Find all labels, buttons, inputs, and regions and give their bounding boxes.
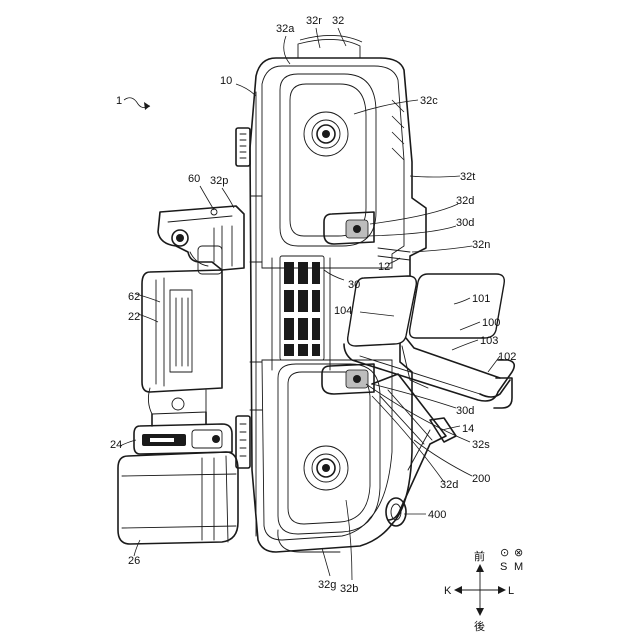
label-1: 1 xyxy=(116,95,122,107)
label-32p: 32p xyxy=(210,175,228,187)
handle-60 xyxy=(158,206,244,274)
label-32d-bot: 32d xyxy=(440,479,458,491)
label-30d-bot: 30d xyxy=(456,405,474,417)
label-62: 62 xyxy=(128,291,140,303)
label-32b: 32b xyxy=(340,583,358,595)
label-100: 100 xyxy=(482,317,500,329)
label-60: 60 xyxy=(188,173,200,185)
direction-left-label: L xyxy=(508,585,514,597)
label-32s: 32s xyxy=(472,439,490,451)
label-101: 101 xyxy=(472,293,490,305)
label-32c: 32c xyxy=(420,95,438,107)
direction-down-symbol: ⊗ xyxy=(514,546,523,559)
label-200: 200 xyxy=(472,473,490,485)
label-24: 24 xyxy=(110,439,122,451)
battery-pack-26 xyxy=(118,452,238,544)
label-12: 12 xyxy=(378,261,390,273)
label-26: 26 xyxy=(128,555,140,567)
direction-up-symbol: ⊙ xyxy=(500,546,509,559)
label-30: 30 xyxy=(348,279,360,291)
battery-mount-24 xyxy=(134,424,232,454)
direction-indicator: 前 後 K L ⊙ ⊗ S M xyxy=(444,546,523,633)
label-32n: 32n xyxy=(472,239,490,251)
label-14: 14 xyxy=(462,423,474,435)
direction-up-label: S xyxy=(500,561,507,573)
direction-down-label: M xyxy=(514,561,523,573)
label-30d-top: 30d xyxy=(456,217,474,229)
label-32d-top: 32d xyxy=(456,195,474,207)
label-102: 102 xyxy=(498,351,516,363)
direction-front-label: 前 xyxy=(474,549,485,563)
label-104: 104 xyxy=(334,305,352,317)
label-32a: 32a xyxy=(276,23,295,35)
label-400: 400 xyxy=(428,509,446,521)
label-32g: 32g xyxy=(318,579,336,591)
label-10: 10 xyxy=(220,75,232,87)
label-32t: 32t xyxy=(460,171,475,183)
label-22: 22 xyxy=(128,311,140,323)
direction-right-label: K xyxy=(444,585,452,597)
blade-12 xyxy=(378,248,410,260)
direction-back-label: 後 xyxy=(474,619,485,633)
motor-housing-22 xyxy=(142,270,222,426)
label-32: 32 xyxy=(332,15,344,27)
label-32r: 32r xyxy=(306,15,322,27)
label-103: 103 xyxy=(480,335,498,347)
